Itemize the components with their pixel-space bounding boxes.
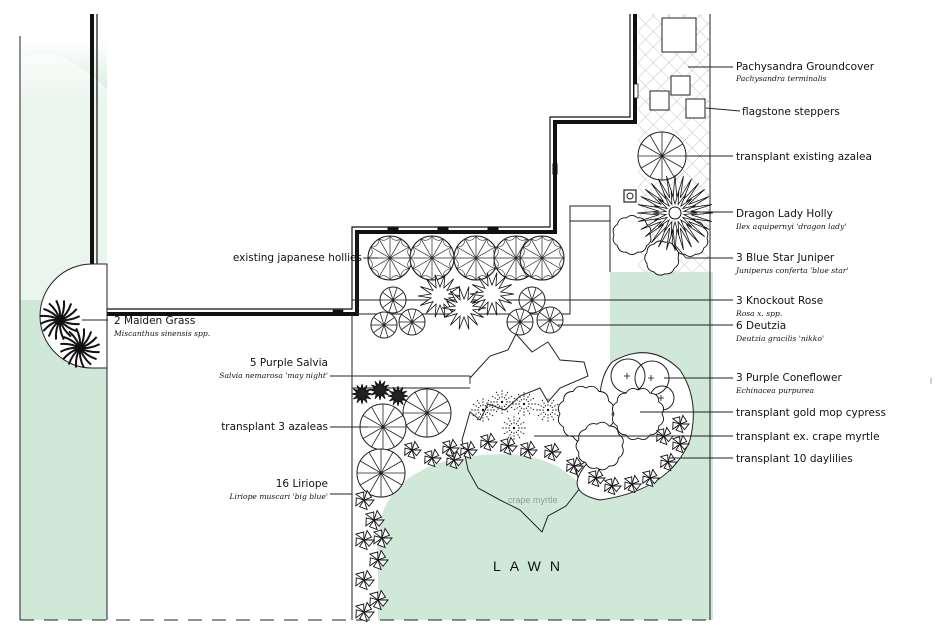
deutzia-icon	[379, 286, 407, 314]
liriope-icon	[354, 601, 375, 623]
liriope-icon	[441, 438, 460, 458]
daylily-icon	[519, 440, 538, 460]
crape-myrtle-canopy	[461, 333, 601, 533]
deutzia-icon	[398, 308, 426, 336]
lawn-label: LAWN	[493, 558, 569, 574]
azalea-icon	[359, 403, 407, 451]
azalea-icon	[402, 388, 452, 438]
plant-labels: Pachysandra Groundcover Pachysandra term…	[113, 61, 886, 501]
liriope-latin: Liriope muscari 'big blue'	[228, 492, 328, 501]
liriope-icon	[372, 527, 393, 549]
liriope-label: 16 Liriope	[276, 478, 328, 490]
daylily-icon	[671, 434, 690, 454]
salvia-icon	[502, 416, 526, 440]
salvia-latin: Salvia nemarosa 'may night'	[219, 371, 328, 380]
juniper-icon	[612, 215, 652, 255]
knockout-label: 3 Knockout Rose	[736, 295, 823, 307]
liriope-icon	[354, 489, 375, 511]
goldmop-label: transplant gold mop cypress	[736, 407, 886, 419]
maiden-grass-bed	[39, 263, 108, 369]
knockout-rose-deutzia	[370, 272, 564, 339]
maiden-grass-icon	[59, 327, 101, 369]
liriope-icon	[354, 529, 375, 551]
deutzia-icon	[536, 306, 564, 334]
dark-shrub-icon	[387, 385, 409, 407]
daylily-icon	[459, 440, 478, 460]
juniper-label: 3 Blue Star Juniper	[736, 252, 835, 264]
juniper-icon	[644, 240, 680, 276]
liriope-icon	[423, 448, 442, 468]
leader-lines	[82, 66, 741, 495]
pachysandra-label: Pachysandra Groundcover	[736, 61, 875, 73]
juniper-latin: Juniperus conferta 'blue star'	[734, 266, 848, 275]
deutzia-icon	[370, 311, 398, 339]
right-shrubs	[612, 131, 714, 276]
daylily-icon	[659, 452, 678, 472]
deutzia-icon	[506, 308, 534, 336]
japanese-hollies	[367, 235, 565, 281]
left-lawn-blob	[20, 53, 112, 300]
flagstone-label: flagstone steppers	[742, 106, 840, 118]
crape-label: transplant ex. crape myrtle	[736, 431, 880, 443]
coneflower-label: 3 Purple Coneflower	[736, 372, 842, 384]
daylily-icon	[655, 426, 674, 446]
daylily-icon	[543, 442, 562, 462]
azaleas-three	[356, 388, 452, 498]
daylily-icon	[671, 414, 690, 434]
liriope-icon	[364, 509, 385, 531]
deutzia-label: 6 Deutzia	[736, 320, 786, 332]
flagstone-steppers	[649, 17, 706, 119]
maiden-latin: Miscanthus sinensis spp.	[113, 329, 210, 338]
salvia-label: 5 Purple Salvia	[250, 357, 328, 369]
japanese-holly-icon	[409, 235, 455, 281]
salvia-icon	[512, 392, 536, 416]
azalea-existing-label: transplant existing azalea	[736, 151, 872, 163]
plant-symbols	[39, 131, 714, 623]
daylilies-label: transplant 10 daylilies	[736, 453, 853, 465]
dark-shrub-icon	[369, 379, 391, 401]
holly-label: Dragon Lady Holly	[736, 208, 833, 220]
pachysandra-latin: Pachysandra terminalis	[735, 74, 827, 83]
gold-mop-icon	[575, 421, 624, 471]
knockout-rose-icon	[469, 272, 515, 316]
deutzia-latin: Deutzia gracilis 'nikko'	[735, 334, 824, 343]
maiden-label: 2 Maiden Grass	[114, 315, 195, 327]
maiden-grass-icon	[39, 299, 81, 341]
daylily-icon	[499, 436, 518, 456]
dark-shrub-icon	[351, 383, 373, 405]
lawn-white-cut	[378, 461, 598, 620]
salvia-icon	[536, 398, 560, 422]
liriope-icon	[368, 589, 389, 611]
azalea-icon	[637, 131, 687, 181]
japanese-holly-icon	[453, 235, 499, 281]
gold-mop-icon	[611, 387, 665, 441]
knockout-rose-icon	[441, 286, 487, 330]
liriope-icon	[354, 569, 375, 591]
salvia-row	[471, 390, 560, 440]
daylily-icon	[565, 456, 584, 476]
daylily-icon	[641, 468, 660, 488]
japanese-hollies-label: existing japanese hollies	[233, 252, 362, 264]
crape-myrtle-canopy-label: crape myrtle	[508, 495, 558, 505]
salvia-icon	[471, 398, 495, 422]
daylily-icon	[603, 476, 622, 496]
daylily-icon	[587, 468, 606, 488]
salvia-icon	[490, 390, 514, 414]
daylily-icon	[479, 432, 498, 452]
knockout-latin: Rosa x. spp.	[735, 309, 782, 318]
deutzia-icon	[518, 286, 546, 314]
daylily-icon	[623, 474, 642, 494]
liriope-icon	[403, 440, 422, 460]
azaleas3-label: transplant 3 azaleas	[221, 421, 328, 433]
azalea-icon	[356, 448, 406, 498]
holly-latin: Ilex aquipernyi 'dragon lady'	[735, 222, 846, 231]
liriope-icon	[368, 549, 389, 571]
japanese-holly-icon	[519, 235, 565, 281]
dark-shrubs	[351, 379, 409, 407]
coneflower-latin: Echinacea purpurea	[735, 386, 814, 395]
pinwheels	[354, 414, 690, 623]
